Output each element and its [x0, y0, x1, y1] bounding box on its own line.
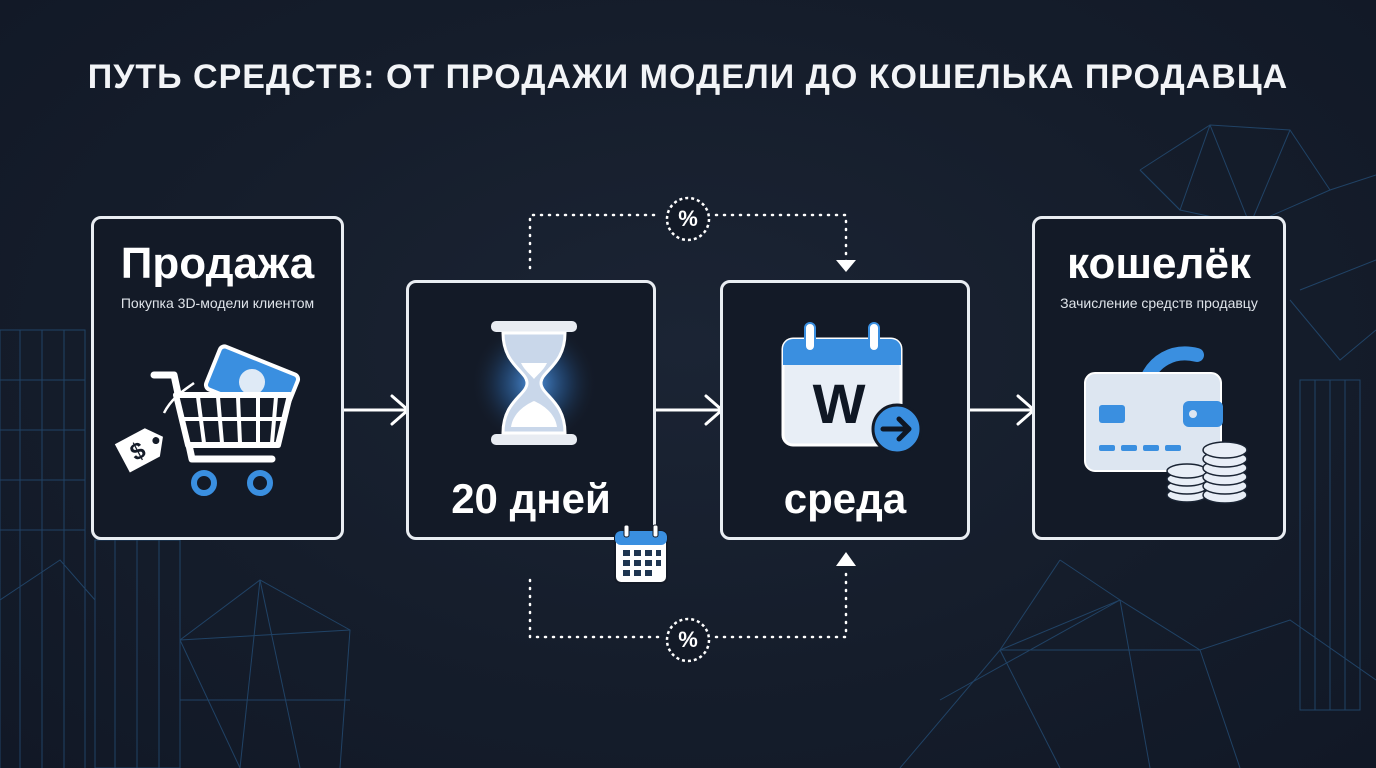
step-sale-title: Продажа [120, 239, 315, 288]
step-wait-label: 20 дней [451, 475, 611, 522]
calendar-wednesday-icon: W [781, 322, 923, 455]
calendar-icon [614, 524, 668, 584]
fee-percent-badge-top: % [664, 195, 712, 243]
dotted-arrowhead-down [836, 260, 856, 272]
step-wednesday-label: среда [783, 475, 907, 522]
fee-percent-symbol: % [678, 206, 698, 231]
calendar-letter: W [813, 372, 866, 435]
step-wednesday-box: W среда [720, 280, 970, 540]
dotted-arrowhead-up [836, 552, 856, 566]
fee-percent-symbol: % [678, 627, 698, 652]
step-wallet-box: кошелёк Зачисление средств продавцу [1032, 216, 1286, 540]
step-sale-box: Продажа Покупка 3D-модели клиентом [91, 216, 344, 540]
step-wallet-subtitle: Зачисление средств продавцу [1060, 295, 1258, 311]
fee-percent-badge-bottom: % [664, 616, 712, 664]
dotted-connector-bottom [528, 578, 662, 639]
wallet-card-icon [1084, 346, 1248, 504]
diagram-title: ПУТЬ СРЕДСТВ: ОТ ПРОДАЖИ МОДЕЛИ ДО КОШЕЛ… [87, 58, 1289, 96]
step-sale-subtitle: Покупка 3D-модели клиентом [120, 295, 315, 311]
shopping-cart-icon: $ [114, 344, 301, 496]
hourglass-icon [472, 321, 596, 445]
dotted-connector-top [528, 213, 662, 270]
step-wait-box: 20 дней [406, 280, 668, 584]
step-wallet-title: кошелёк [1067, 239, 1251, 288]
